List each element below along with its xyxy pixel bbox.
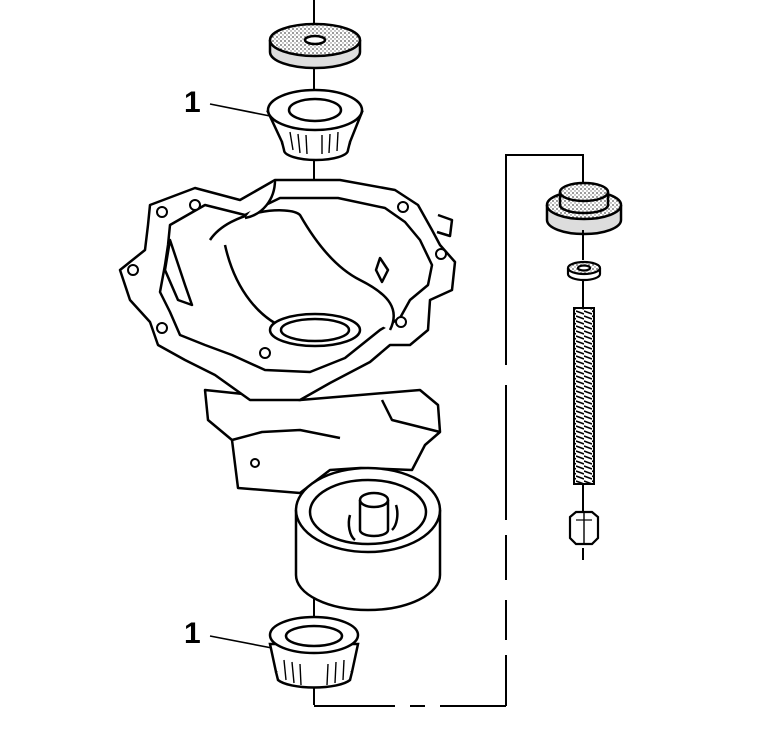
threaded-bolt — [573, 307, 595, 485]
differential-case — [294, 466, 442, 612]
mount-bushing — [545, 181, 623, 236]
callout-label-upper-bearing: 1 — [184, 86, 201, 119]
callout-label-lower-bearing: 1 — [184, 617, 201, 650]
lower-bearing — [268, 615, 360, 689]
top-seal — [268, 22, 362, 70]
hex-nut — [568, 510, 600, 546]
upper-bearing — [266, 88, 364, 162]
callout-leaders — [209, 103, 273, 649]
washer — [566, 260, 602, 282]
assembly-bracket-line — [314, 154, 584, 707]
carrier-housing — [118, 178, 457, 495]
